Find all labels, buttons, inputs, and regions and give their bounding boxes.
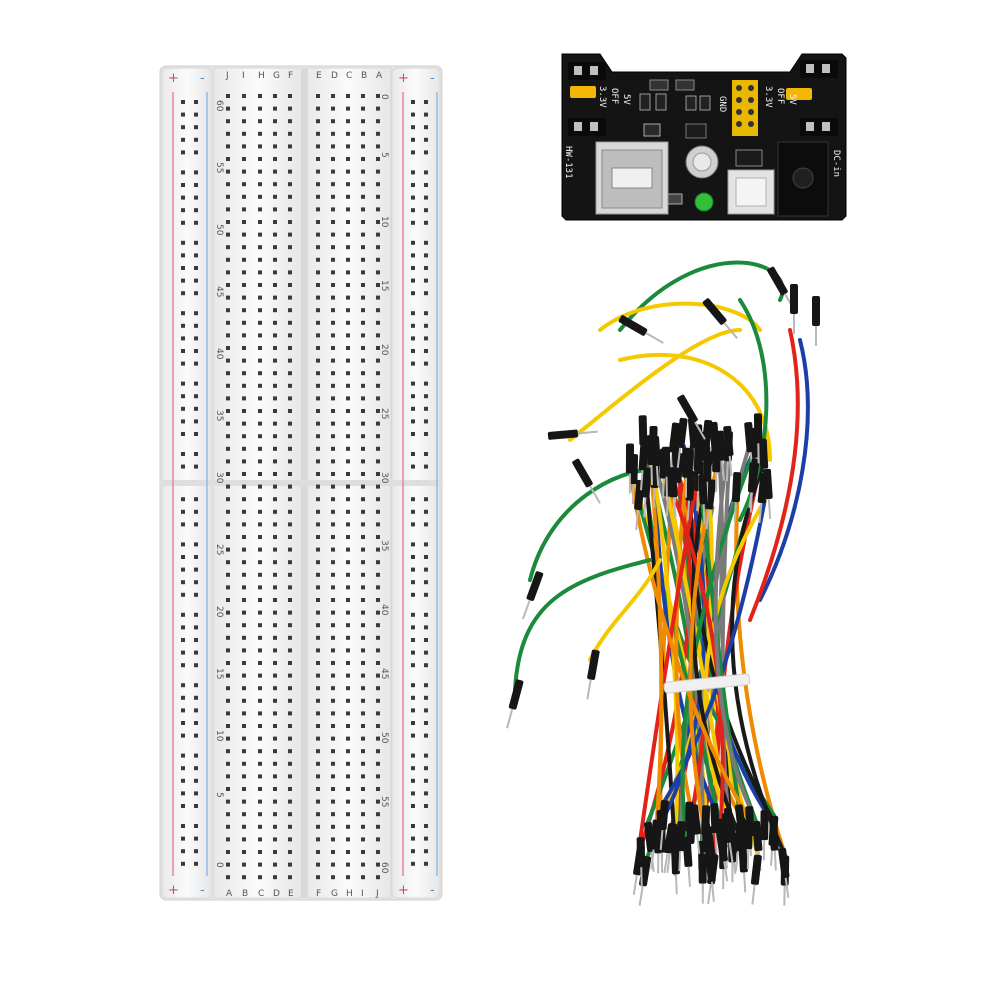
svg-text:5: 5 [214,792,224,798]
jumper-wires-bundle [506,260,820,906]
svg-text:15: 15 [379,280,389,291]
breadboard-holes [181,94,428,880]
svg-text:30: 30 [214,472,224,484]
svg-text:30: 30 [379,472,389,484]
left-jumper-label-5v: 5V [621,94,631,105]
svg-text:0: 0 [379,94,389,100]
voltage-jumper-left [570,86,596,98]
rail-minus-label: - [200,71,205,86]
svg-text:H: H [346,889,353,899]
svg-text:50: 50 [379,732,389,744]
wire-connectors [506,266,820,906]
svg-text:H: H [258,71,265,81]
header-pins-right [800,60,838,136]
rail-plus-label: + [398,883,409,898]
svg-text:35: 35 [379,540,389,551]
right-jumper-label-5v: 5V [787,94,797,105]
svg-text:25: 25 [214,544,224,555]
svg-text:F: F [316,889,321,899]
svg-text:25: 25 [379,408,389,419]
svg-text:0: 0 [214,862,224,868]
svg-text:10: 10 [214,730,224,742]
breadboard: + - + - + - + - J I H G F E D C B A A B … [159,65,443,901]
svg-text:20: 20 [214,606,224,618]
left-jumper-label-3v3: 3.3V [597,86,607,108]
rail-minus-label: - [430,71,435,86]
svg-text:55: 55 [214,162,224,173]
cable-tie [663,673,751,694]
svg-text:J: J [375,889,379,899]
svg-text:20: 20 [379,344,389,356]
power-supply-module: HW-131 GND DC-in 3.3V OFF 5V 3.3V OFF 5V [561,53,847,221]
gnd-label: GND [717,96,727,112]
row-numbers-right: 0 5 10 15 20 25 30 35 40 45 50 55 60 [379,94,389,874]
rail-plus-label: + [398,71,409,86]
svg-text:C: C [346,71,352,81]
svg-text:G: G [273,71,280,81]
svg-text:5: 5 [379,152,389,158]
svg-text:60: 60 [214,100,224,112]
column-letters-top-right: E D C B A [316,71,383,81]
voltage-jumper-right [786,88,812,100]
rail-minus-label: - [430,883,435,898]
dc-in-label: DC-in [831,150,841,177]
svg-text:C: C [258,889,264,899]
right-jumper-label-off: OFF [775,88,785,104]
right-jumper-label-3v3: 3.3V [763,86,773,108]
svg-text:E: E [288,889,294,899]
smd-components [639,79,711,205]
svg-text:10: 10 [379,216,389,228]
svg-text:B: B [242,889,248,899]
svg-text:15: 15 [214,668,224,679]
svg-text:G: G [331,889,338,899]
svg-text:D: D [331,71,338,81]
left-jumper-label-off: OFF [609,88,619,104]
usb-port [595,141,669,215]
svg-text:I: I [242,71,245,81]
svg-text:A: A [376,71,383,81]
svg-text:40: 40 [214,348,224,360]
svg-text:60: 60 [379,862,389,874]
svg-text:A: A [226,889,233,899]
voltage-regulator [735,149,763,167]
svg-text:F: F [288,71,293,81]
svg-text:40: 40 [379,604,389,616]
svg-text:50: 50 [214,224,224,236]
svg-text:E: E [316,71,322,81]
column-letters-top-left: J I H G F [225,71,293,81]
row-numbers-left: 60 55 50 45 40 35 30 25 20 15 10 5 0 [214,100,224,868]
column-letters-bottom-left: A B C D E [226,889,294,899]
board-model-label: HW-131 [563,146,573,179]
svg-text:B: B [361,71,367,81]
wire-strands [513,260,810,859]
svg-text:55: 55 [379,796,389,807]
column-letters-bottom-right: F G H I J [316,889,379,899]
rail-plus-label: + [168,71,179,86]
svg-text:45: 45 [379,668,389,679]
rail-minus-label: - [200,883,205,898]
rail-plus-label: + [168,883,179,898]
header-pins-left [568,62,606,136]
output-pin-header [732,80,758,136]
svg-text:I: I [361,889,364,899]
svg-text:35: 35 [214,410,224,421]
svg-text:D: D [273,889,280,899]
svg-text:J: J [225,71,229,81]
svg-text:45: 45 [214,286,224,297]
power-led [694,192,714,212]
